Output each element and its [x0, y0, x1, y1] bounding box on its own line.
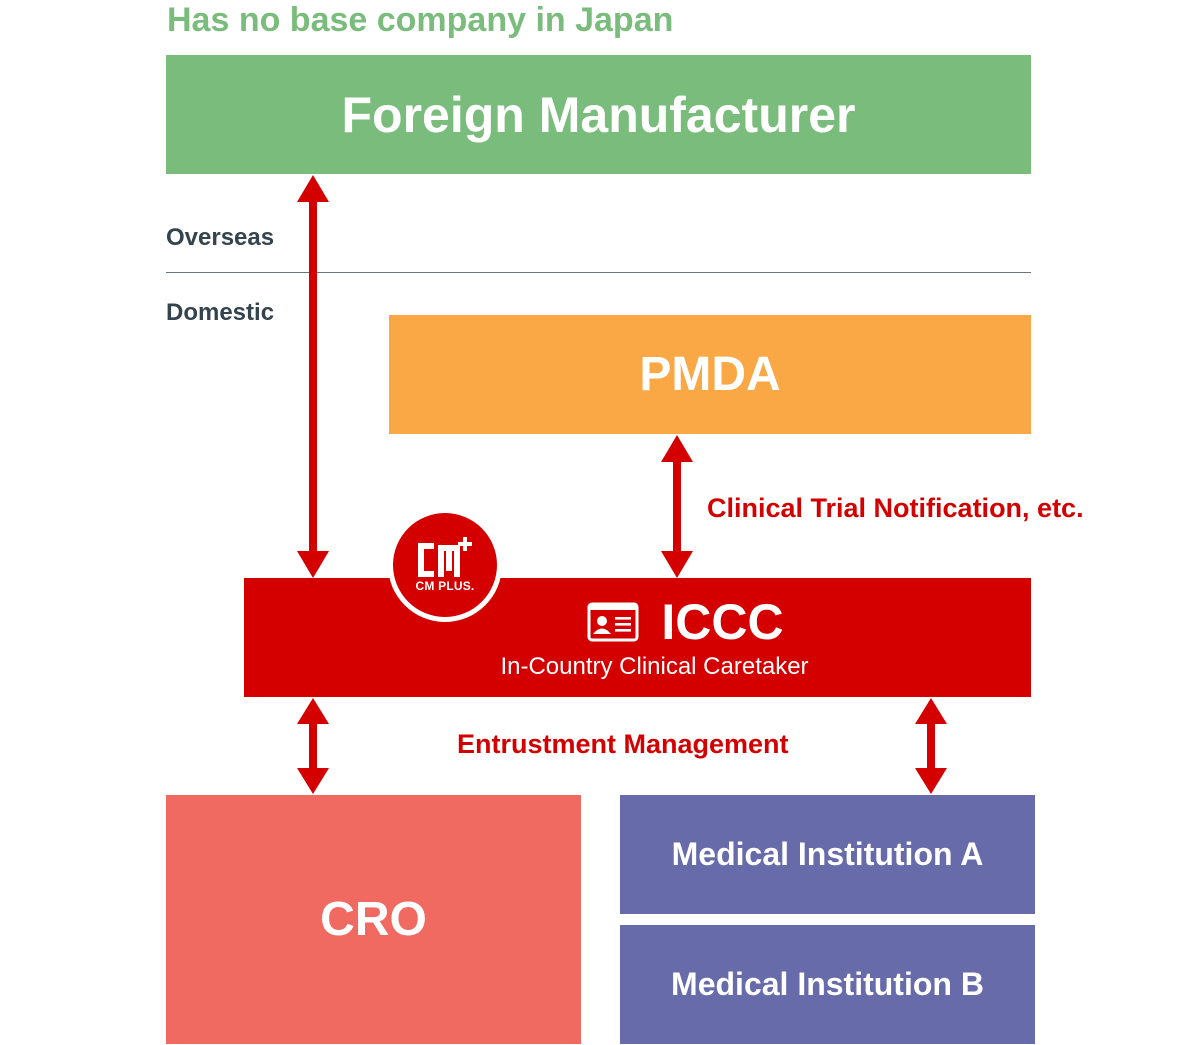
cm-plus-logo-text: CM PLUS.: [415, 579, 475, 593]
arrow-pmda-iccc: [661, 435, 693, 578]
iccc-subtitle: In-Country Clinical Caretaker: [500, 652, 809, 680]
cm-plus-logo: CM PLUS.: [388, 508, 502, 622]
overseas-label: Overseas: [166, 224, 275, 251]
overseas-note: Has no base company in Japan: [167, 1, 674, 39]
arrow-iccc-cro: [297, 698, 329, 794]
medical-institution-a-label: Medical Institution A: [671, 836, 984, 872]
iccc-box: ICCC In-Country Clinical Caretaker: [244, 578, 1031, 697]
iccc-title-row: ICCC: [587, 593, 784, 650]
medical-institution-b-box: Medical Institution B: [620, 925, 1035, 1044]
iccc-title: ICCC: [661, 593, 784, 650]
medical-institution-b-label: Medical Institution B: [671, 966, 984, 1002]
foreign-manufacturer-label: Foreign Manufacturer: [341, 86, 856, 143]
pmda-box: PMDA: [389, 315, 1031, 434]
entrustment-management-label: Entrustment Management: [457, 729, 789, 759]
arrow-foreign-iccc: [297, 175, 329, 578]
region-divider: [166, 272, 1031, 273]
arrow-iccc-medical: [915, 698, 947, 794]
id-card-icon: [587, 602, 639, 641]
foreign-manufacturer-box: Foreign Manufacturer: [166, 55, 1031, 174]
cro-label: CRO: [320, 893, 427, 946]
cro-box: CRO: [166, 795, 581, 1044]
domestic-label: Domestic: [166, 299, 275, 326]
pmda-label: PMDA: [639, 348, 781, 401]
cm-plus-mark-icon: [418, 537, 472, 577]
medical-institution-a-box: Medical Institution A: [620, 795, 1035, 914]
cm-plus-logo-circle: CM PLUS.: [393, 513, 497, 617]
clinical-trial-notification-label: Clinical Trial Notification, etc.: [707, 493, 1084, 523]
